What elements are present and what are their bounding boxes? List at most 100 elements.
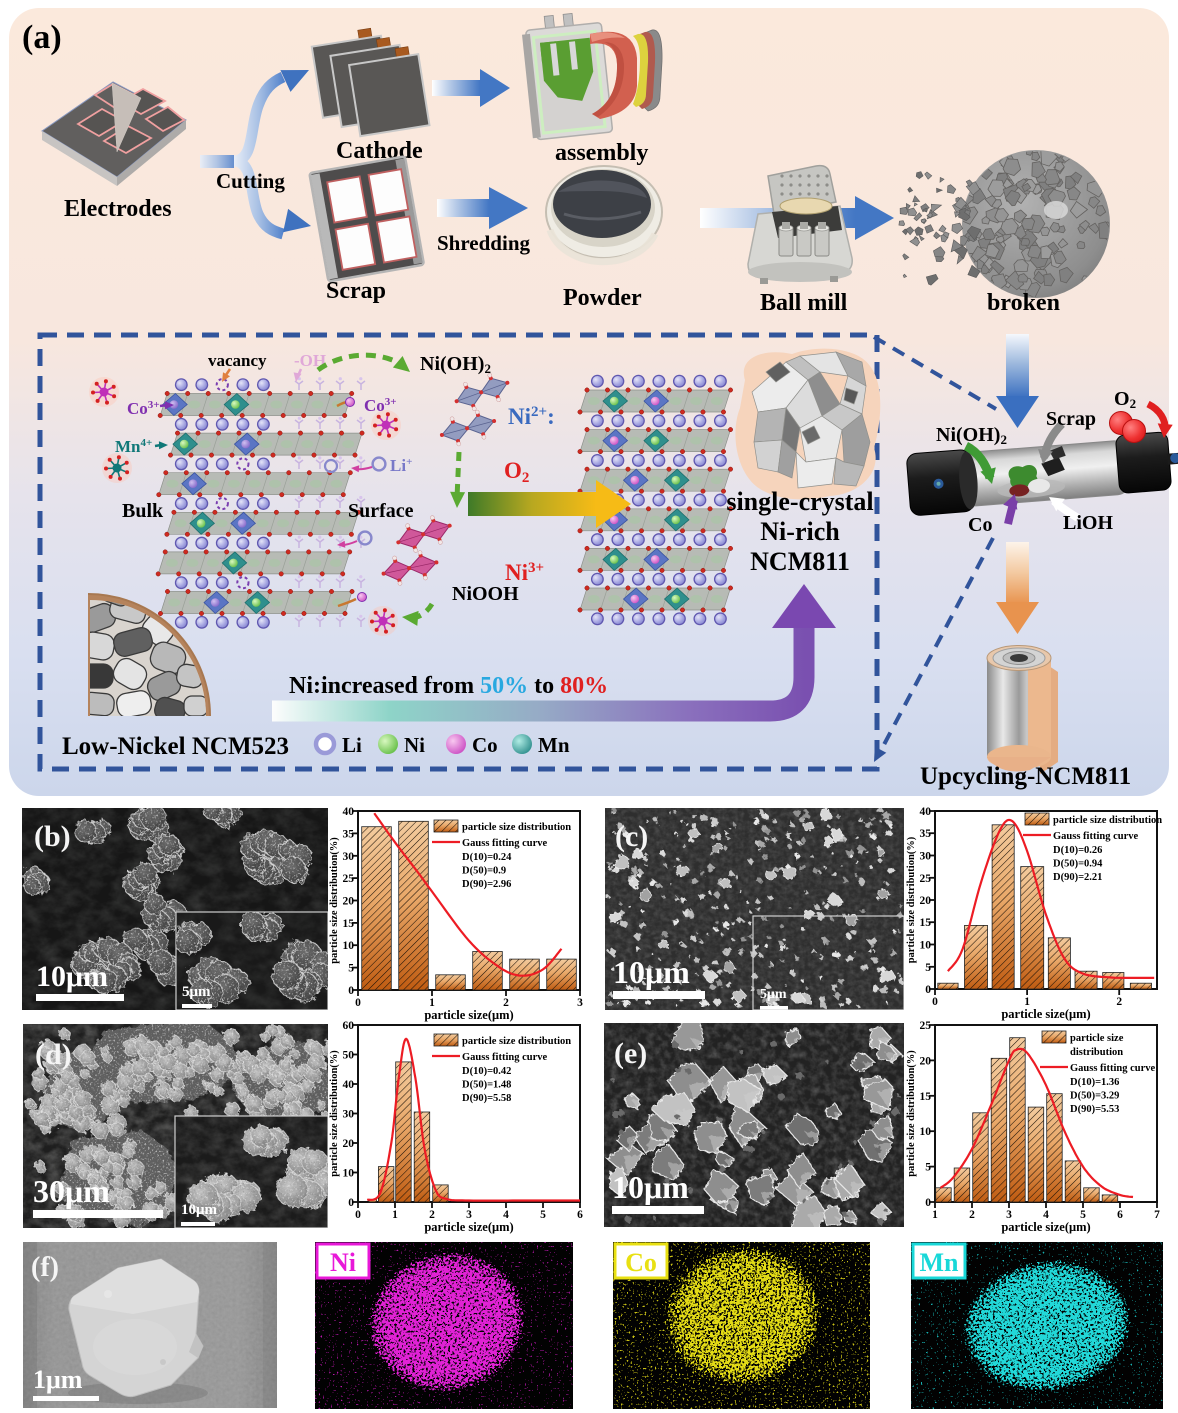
svg-text:50: 50 [343,1050,355,1062]
svg-text:Mn: Mn [920,1248,960,1277]
svg-text:0: 0 [348,1197,354,1209]
svg-text:Ni(OH)2: Ni(OH)2 [420,353,491,376]
svg-text:particle size(μm): particle size(μm) [424,1220,513,1234]
svg-text:0: 0 [925,1197,931,1209]
svg-text:D(90)=2.96: D(90)=2.96 [462,879,511,890]
svg-text:1: 1 [429,997,435,1009]
svg-text:NCM811: NCM811 [750,547,850,576]
svg-text:distribution: distribution [1070,1047,1123,1058]
svg-text:Ni: Ni [404,733,425,757]
svg-text:15: 15 [920,917,932,929]
svg-text:5: 5 [1080,1209,1086,1221]
svg-text:1μm: 1μm [33,1365,83,1394]
svg-text:(a): (a) [22,19,62,56]
svg-text:5: 5 [925,1162,931,1174]
svg-text:25: 25 [920,1020,932,1032]
svg-text:Gauss fitting curve: Gauss fitting curve [1053,831,1139,842]
svg-text:0: 0 [355,1209,361,1221]
svg-text:10: 10 [920,1126,932,1138]
svg-text:15: 15 [920,1091,932,1103]
svg-text:Ball mill: Ball mill [760,290,848,316]
svg-text:3: 3 [466,1209,472,1221]
svg-text:30: 30 [343,851,355,863]
svg-text:3: 3 [577,997,583,1009]
svg-text:10μm: 10μm [613,954,690,990]
svg-text:10: 10 [343,1168,355,1180]
svg-text:0: 0 [355,997,361,1009]
svg-text:1: 1 [1024,996,1030,1008]
svg-text:10: 10 [920,940,932,952]
svg-text:(c): (c) [615,820,648,853]
svg-text:35: 35 [920,828,932,840]
svg-text:particle size distribution(%): particle size distribution(%) [329,1050,340,1177]
svg-text:(d): (d) [35,1038,72,1071]
svg-text:5μm: 5μm [182,984,211,1000]
svg-text:single-crystal: single-crystal [726,487,873,516]
svg-text:Upcycling-NCM811: Upcycling-NCM811 [920,763,1131,790]
svg-text:Cutting: Cutting [216,169,285,193]
svg-text:Co: Co [968,514,992,536]
svg-text:4: 4 [503,1209,509,1221]
svg-text:40: 40 [343,806,355,818]
svg-text:D(50)=1.48: D(50)=1.48 [462,1080,511,1091]
svg-text:2: 2 [429,1209,435,1221]
svg-text:(e): (e) [614,1037,647,1070]
svg-text:particle size: particle size [1070,1033,1124,1044]
svg-text:1: 1 [392,1209,398,1221]
svg-text:60: 60 [343,1020,355,1032]
svg-text:Gauss fitting curve: Gauss fitting curve [462,838,548,849]
svg-text:Surface: Surface [348,500,414,522]
svg-text:30μm: 30μm [33,1173,110,1209]
svg-text:10μm: 10μm [612,1169,689,1205]
svg-text:4: 4 [1043,1209,1049,1221]
svg-text:5μm: 5μm [760,987,787,1002]
svg-text:Gauss fitting curve: Gauss fitting curve [1070,1063,1156,1074]
svg-text:Powder: Powder [563,285,642,311]
svg-text:10μm: 10μm [181,1202,218,1218]
svg-text:0: 0 [932,996,938,1008]
svg-text:D(90)=2.21: D(90)=2.21 [1053,872,1102,883]
svg-text:40: 40 [920,806,932,818]
svg-text:NiOOH: NiOOH [452,583,519,605]
svg-text:assembly: assembly [555,140,648,166]
svg-text:40: 40 [343,1079,355,1091]
svg-text:Mn: Mn [538,733,570,757]
svg-text:particle size distribution(%): particle size distribution(%) [906,1050,917,1177]
svg-text:Ni-rich: Ni-rich [760,517,840,546]
svg-text:particle size distribution: particle size distribution [1053,815,1162,826]
svg-text:D(10)=0.24: D(10)=0.24 [462,852,512,863]
svg-text:15: 15 [343,918,355,930]
svg-text:20: 20 [343,896,355,908]
svg-text:broken: broken [987,290,1060,316]
svg-text:Electrodes: Electrodes [64,196,172,222]
svg-text:20: 20 [920,895,932,907]
svg-text:particle size distribution: particle size distribution [462,822,571,833]
svg-text:35: 35 [343,828,355,840]
svg-text:2: 2 [1116,996,1122,1008]
svg-text:7: 7 [1154,1209,1160,1221]
svg-text:2: 2 [503,997,509,1009]
svg-text:10μm: 10μm [36,960,108,993]
svg-text:particle size(μm): particle size(μm) [1001,1220,1090,1234]
svg-text:0: 0 [925,984,931,996]
svg-text:D(90)=5.58: D(90)=5.58 [462,1093,511,1104]
svg-text:5: 5 [925,962,931,974]
svg-text:D(50)=3.29: D(50)=3.29 [1070,1091,1119,1102]
svg-text:Scrap: Scrap [326,278,386,304]
svg-text:Shredding: Shredding [437,231,530,255]
svg-text:D(10)=0.26: D(10)=0.26 [1053,845,1102,856]
svg-text:(b): (b) [34,820,71,853]
svg-text:particle size distribution(%): particle size distribution(%) [329,837,340,964]
svg-text:LiOH: LiOH [1063,512,1113,534]
svg-text:D(50)=0.94: D(50)=0.94 [1053,859,1103,870]
svg-text:Li: Li [342,733,362,757]
svg-text:1: 1 [932,1209,938,1221]
svg-text:Co: Co [472,733,498,757]
svg-text:D(90)=5.53: D(90)=5.53 [1070,1104,1119,1115]
svg-text:2: 2 [969,1209,975,1221]
svg-text:particle size(μm): particle size(μm) [1001,1007,1090,1021]
svg-text:6: 6 [577,1209,583,1221]
svg-text:Co: Co [625,1248,657,1277]
svg-text:25: 25 [343,873,355,885]
svg-text:6: 6 [1117,1209,1123,1221]
